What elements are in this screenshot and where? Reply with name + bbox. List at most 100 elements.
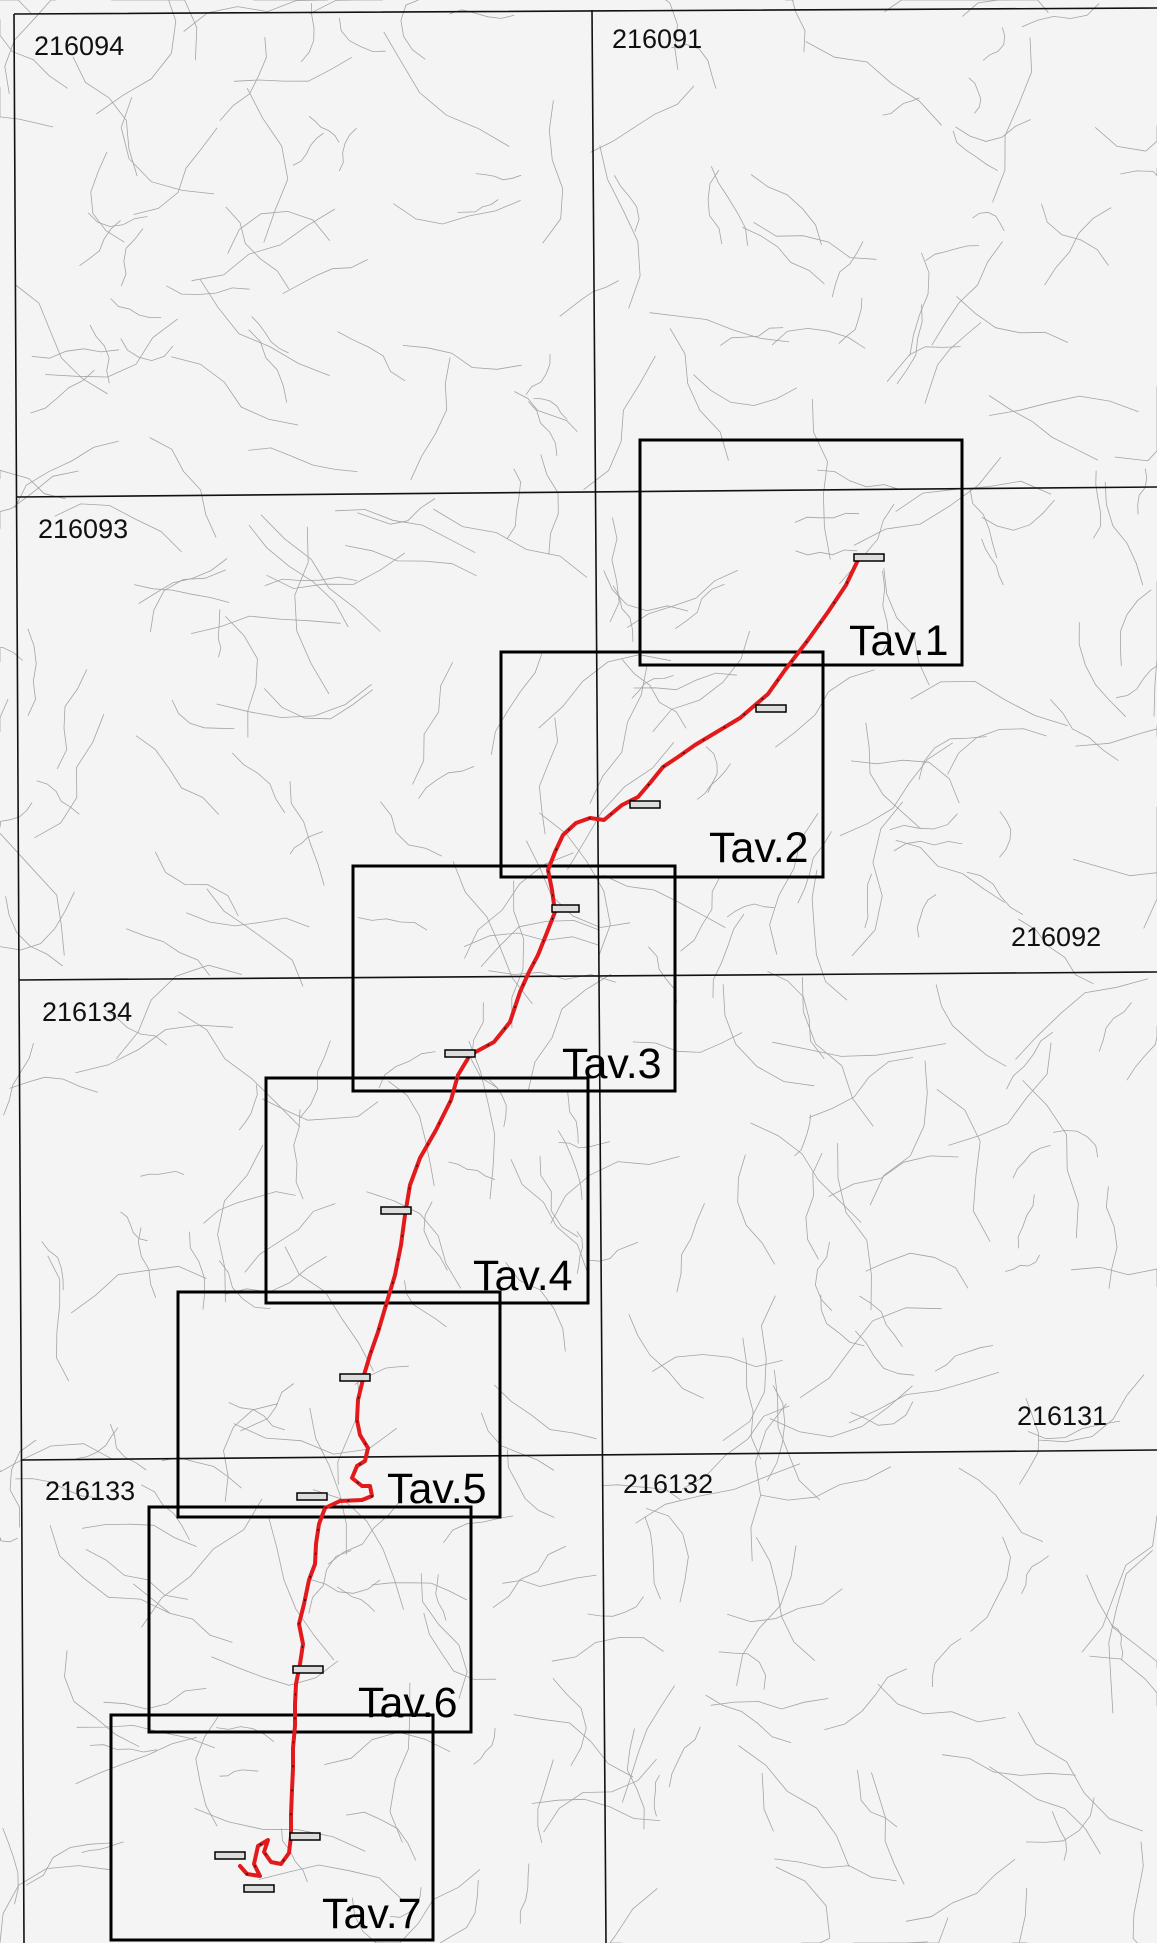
contour-line <box>543 1758 657 1833</box>
contour-line <box>1021 1555 1049 1594</box>
contour-line <box>111 0 198 61</box>
contour-line <box>760 1466 892 1501</box>
contour-line <box>2 1827 19 1905</box>
contour-line <box>820 1294 865 1347</box>
contour-line <box>601 1484 681 1501</box>
contour-line <box>1017 1194 1035 1249</box>
contour-line <box>814 1241 833 1311</box>
sheet-label-216134: 216134 <box>42 997 132 1027</box>
contour-line <box>0 891 75 951</box>
contour-line <box>1072 858 1157 877</box>
contour-line <box>423 1612 497 1680</box>
contour-line <box>480 1412 555 1471</box>
tav-7-frame[interactable] <box>109 1713 435 1942</box>
contour-line <box>171 699 235 729</box>
contour-line <box>531 1798 661 1821</box>
contour-line <box>15 1478 99 1499</box>
contour-line <box>916 894 937 938</box>
contour-line <box>1119 589 1152 667</box>
contour-line <box>54 503 182 553</box>
contour-line <box>1049 699 1119 761</box>
contour-line <box>0 646 23 662</box>
contour-line <box>865 1252 969 1289</box>
contour-line <box>393 200 521 225</box>
contour-line <box>966 871 1024 915</box>
contour-line <box>137 1227 157 1298</box>
contour-line <box>905 1858 1016 1922</box>
contour-line <box>248 329 288 403</box>
contour-line <box>289 781 325 886</box>
contour-line <box>49 1525 170 1614</box>
contour-line <box>989 1766 1101 1855</box>
contour-line <box>31 348 119 359</box>
contour-line <box>1038 1374 1145 1443</box>
contour-line <box>722 984 815 1087</box>
contour-line <box>884 0 1011 13</box>
route-marker <box>629 800 661 809</box>
contour-line <box>492 1545 567 1608</box>
tav-5-frame[interactable] <box>176 1290 502 1519</box>
tav-2-frame[interactable] <box>499 650 825 879</box>
contour-line <box>76 1724 215 1749</box>
contour-line <box>1098 1002 1132 1052</box>
tav-4-frame[interactable] <box>264 1076 590 1305</box>
contour-line <box>869 1060 928 1206</box>
contour-line <box>15 284 108 395</box>
contour-line <box>511 880 525 1028</box>
contour-line <box>232 752 286 814</box>
contour-line <box>1105 1186 1118 1289</box>
contour-line <box>149 437 217 538</box>
contour-line <box>0 802 33 828</box>
contour-line <box>839 742 954 837</box>
contour-line <box>797 831 832 904</box>
contour-line <box>490 650 544 755</box>
contour-line <box>669 328 729 461</box>
tav-3-frame[interactable] <box>351 864 677 1093</box>
contour-line <box>992 37 1033 203</box>
contour-line <box>857 1769 898 1828</box>
contour-line <box>767 970 825 1059</box>
tav-1-frame[interactable] <box>638 438 964 667</box>
contour-line <box>79 220 121 267</box>
contour-line <box>199 279 330 376</box>
contour-line <box>133 127 218 215</box>
contour-line <box>402 345 522 370</box>
contour-line <box>502 1574 597 1587</box>
contour-line <box>435 1574 447 1621</box>
contour-line <box>5 896 63 967</box>
contour-line <box>473 1728 496 1765</box>
contour-line <box>948 1042 1052 1146</box>
tavola-frames <box>109 438 964 1942</box>
route-marker <box>380 1206 412 1215</box>
contour-line <box>25 1842 111 1886</box>
contour-line <box>609 517 620 623</box>
contour-line <box>712 913 745 998</box>
contour-line <box>626 570 738 628</box>
contour-line <box>626 1728 645 1830</box>
contour-line <box>1006 1031 1054 1090</box>
contour-line <box>0 19 68 89</box>
contour-line <box>621 1685 675 1803</box>
contour-line <box>1137 468 1148 515</box>
contour-line <box>859 1295 903 1347</box>
tav-6-frame[interactable] <box>147 1505 473 1734</box>
contour-line <box>0 1865 111 1943</box>
contour-line <box>72 56 138 177</box>
contour-line <box>120 1211 148 1242</box>
contour-line <box>47 1255 70 1382</box>
contour-line <box>1012 1145 1051 1179</box>
contour-line <box>1075 725 1157 747</box>
contour-line <box>567 1089 579 1144</box>
contour-line <box>312 1489 404 1610</box>
contour-line <box>233 1423 398 1455</box>
contour-line <box>952 130 998 172</box>
contour-line <box>345 545 477 577</box>
contour-line <box>982 27 1006 61</box>
contour-line <box>646 1508 689 1603</box>
contour-line <box>75 1736 198 1785</box>
tav-6-label: Tav.6 <box>358 1679 458 1727</box>
contour-line <box>357 917 428 931</box>
contour-line <box>805 1152 823 1260</box>
tav-4-label: Tav.4 <box>473 1252 573 1300</box>
contour-line <box>134 584 230 603</box>
